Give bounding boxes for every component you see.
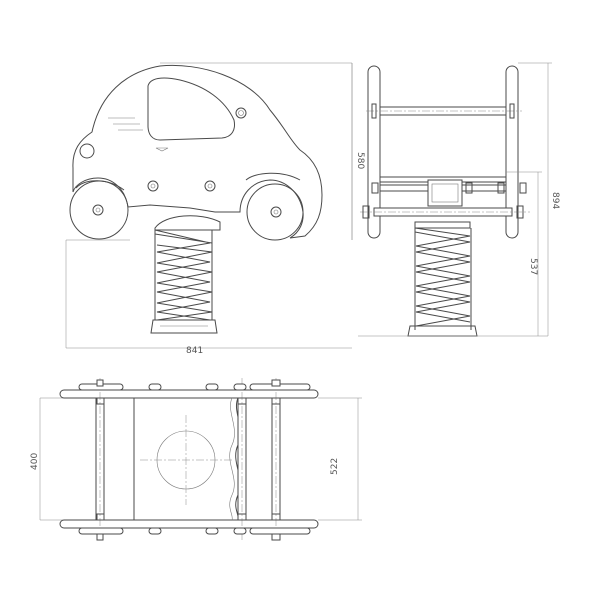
axle-rods — [95, 397, 281, 521]
headlight — [79, 143, 95, 159]
rear-fender — [245, 172, 301, 181]
top-view: 400 522 — [30, 378, 362, 541]
bottom-bolts — [78, 527, 311, 541]
dim-580: 580 — [355, 152, 365, 169]
car-window — [147, 77, 235, 141]
rear-wheel — [246, 183, 304, 241]
body-bolt — [147, 180, 159, 192]
dim-894: 894 — [550, 192, 560, 209]
side-view: 580 841 — [65, 62, 365, 356]
grille-lines — [108, 117, 143, 131]
left-panel — [367, 65, 381, 239]
center-bushing — [427, 179, 463, 207]
dim-841: 841 — [186, 346, 203, 356]
spring-base-plate — [150, 319, 218, 334]
car-body — [72, 64, 323, 239]
front-base-plate — [407, 325, 478, 337]
bottom-panel — [59, 519, 319, 529]
top-bolts — [78, 379, 311, 391]
door-handle — [155, 147, 169, 152]
rear-wheel-hub — [270, 206, 282, 218]
top-panel-left — [59, 389, 319, 399]
body-bolt — [204, 180, 216, 192]
dim-400: 400 — [30, 453, 40, 470]
spring-top-mount — [154, 215, 221, 231]
dim-522: 522 — [330, 458, 340, 475]
front-spring-mount — [414, 221, 471, 229]
spring — [154, 229, 213, 321]
mirror-bolt — [235, 107, 247, 119]
dim-537: 537 — [528, 258, 538, 275]
front-view: 894 537 — [358, 62, 560, 337]
right-panel — [505, 65, 519, 239]
front-wheel-hub — [92, 204, 104, 216]
front-wheel — [69, 180, 129, 240]
front-spring — [414, 227, 472, 330]
side-view-frame — [65, 62, 353, 349]
